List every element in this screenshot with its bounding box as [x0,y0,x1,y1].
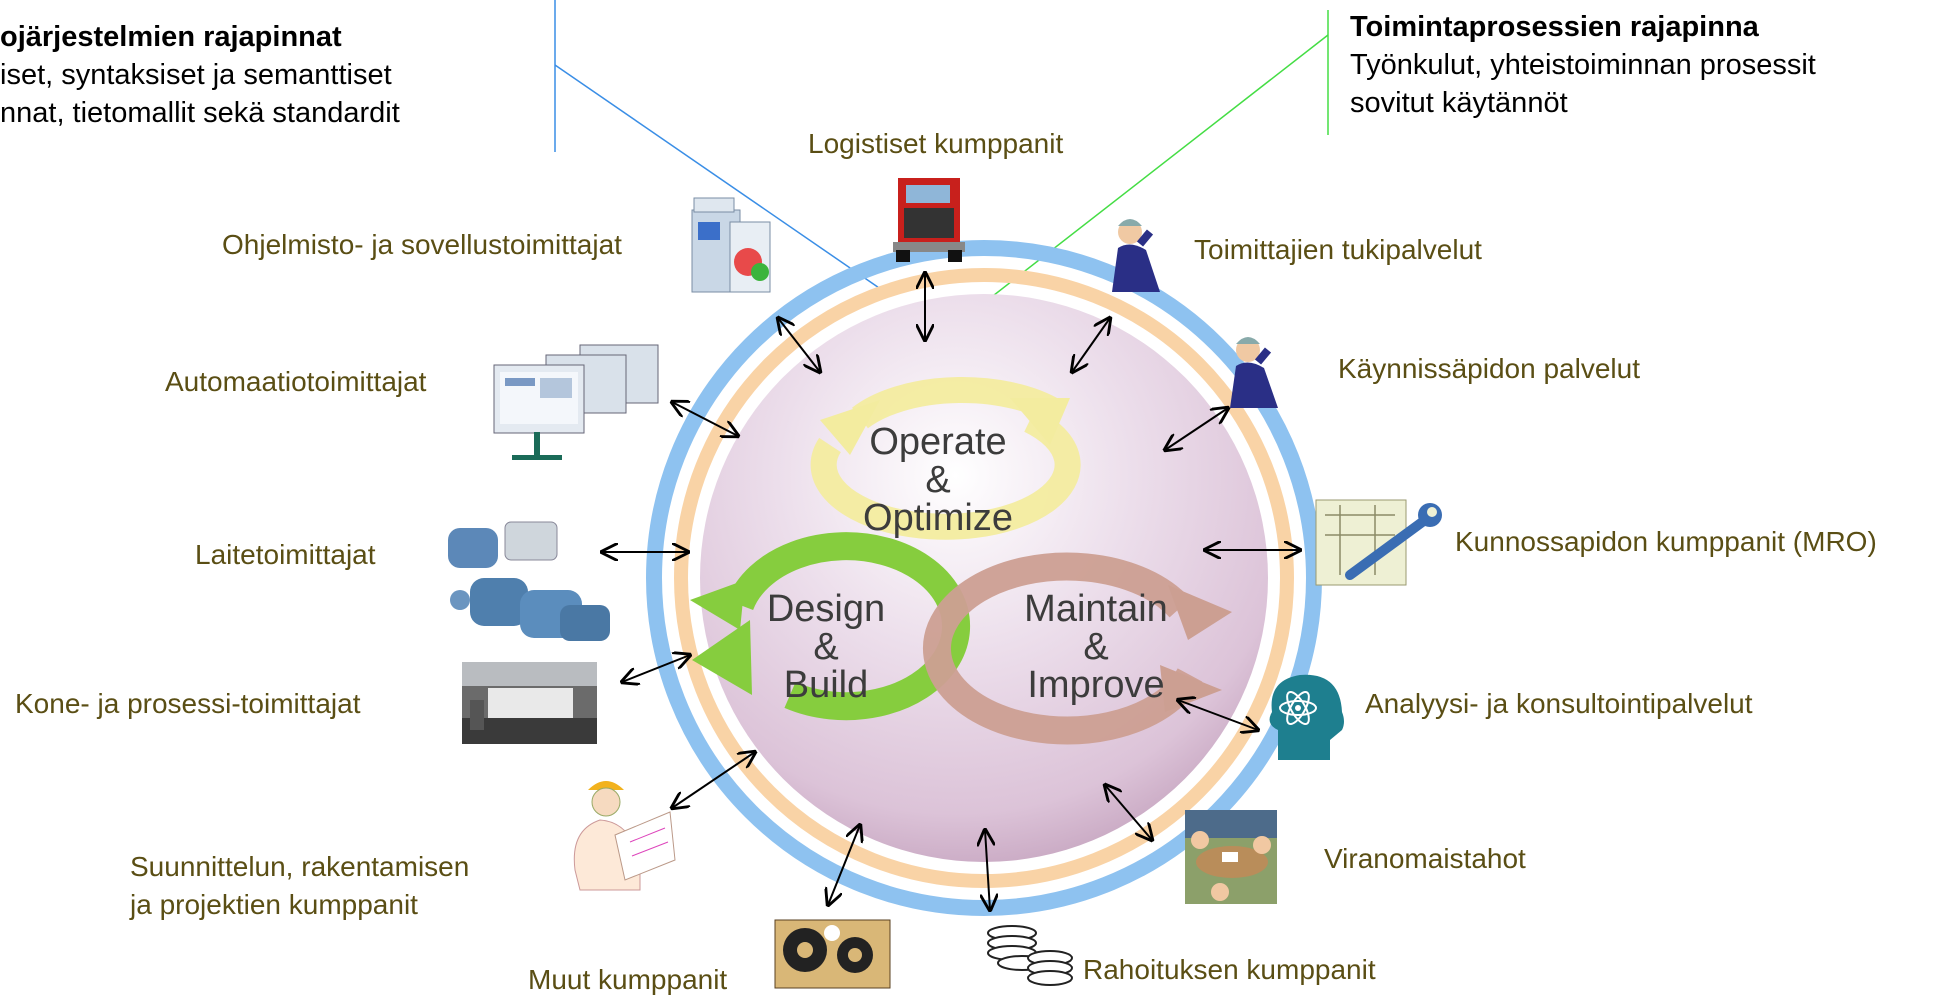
label-logistics: Logistiset kumppanit [808,128,1064,159]
operate-cycle-arrow [810,376,1081,540]
label-operations-services: Käynnissäpidon palvelut [1338,353,1640,384]
arrow-analysis [1178,700,1258,730]
arrow-machine [622,655,690,682]
arrow-automation [672,402,738,436]
operations-person-icon [1230,337,1278,408]
maintain-cycle-label: Maintain & Improve [986,590,1206,704]
label-software: Ohjelmisto- ja sovellustoimittajat [222,229,622,260]
arrow-design-partners [672,752,755,808]
label-automation: Automaatiotoimittajat [165,366,427,397]
operate-line1: Operate [869,421,1007,463]
right-header-line1: Työnkulut, yhteistoiminnan prosessit [1350,49,1816,81]
software-box-icon [691,197,771,293]
label-supplier-support: Toimittajien tukipalvelut [1194,234,1482,265]
label-other: Muut kumppanit [528,964,728,995]
left-header: ojärjestelmien rajapinnat iset, syntaksi… [0,18,400,132]
engineer-icon [573,781,676,891]
gears-icon [774,919,891,989]
arrow-operations [1165,408,1228,450]
maintain-line2: & [1083,626,1109,668]
monitors-icon [493,344,659,460]
arrow-software [778,318,820,372]
design-cycle-label: Design & Build [716,590,936,704]
support-person-icon [1112,219,1160,292]
design-line1: Design [766,588,886,630]
coins-icon [987,925,1073,986]
motors-icon [448,521,610,641]
maintain-line3: Improve [1027,664,1165,706]
left-header-title: ojärjestelmien rajapinnat [0,21,342,53]
label-mro: Kunnossapidon kumppanit (MRO) [1455,526,1877,557]
arrow-other [828,825,860,905]
label-finance: Rahoituksen kumppanit [1083,954,1376,985]
operate-line3: Optimize [863,497,1013,539]
label-design-partners-line1: Suunnittelun, rakentamisen [130,851,470,882]
factory-photo-icon [462,662,597,744]
arrow-supplier-support [1072,318,1110,372]
right-header: Toimintaprosessien rajapinna Työnkulut, … [1350,8,1816,122]
left-header-connector [554,64,886,293]
head-atom-icon [1269,674,1344,760]
label-machine: Kone- ja prosessi-toimittajat [15,688,361,719]
design-line2: & [813,626,839,668]
arrow-finance [985,830,990,910]
design-line3: Build [783,664,869,706]
operate-line2: & [925,459,951,501]
meeting-icon [1185,810,1277,904]
left-header-line1: iset, syntaksiset ja semanttiset [0,59,392,91]
truck-icon [893,178,965,262]
label-authorities: Viranomaistahot [1324,843,1526,874]
label-design-partners-line2: ja projektien kumppanit [130,889,418,920]
wrench-blueprint-icon [1315,499,1442,586]
label-devices: Laitetoimittajat [195,539,376,570]
maintain-line1: Maintain [1024,588,1168,630]
right-header-line2: sovitut käytännöt [1350,87,1568,119]
left-header-line2: nnat, tietomallit sekä standardit [0,97,400,129]
operate-cycle-label: Operate & Optimize [828,423,1048,537]
arrow-authorities [1105,785,1152,840]
label-analysis: Analyysi- ja konsultointipalvelut [1365,688,1753,719]
right-header-title: Toimintaprosessien rajapinna [1350,11,1759,43]
